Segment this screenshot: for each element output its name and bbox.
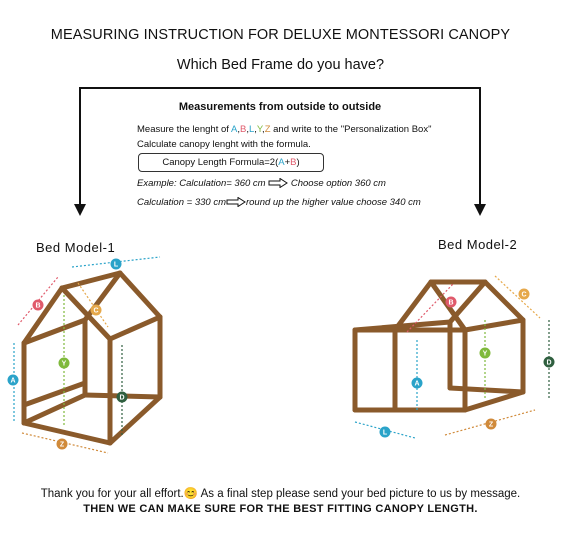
page-title: MEASURING INSTRUCTION FOR DELUXE MONTESS…: [50, 27, 511, 43]
svg-text:C: C: [93, 308, 98, 315]
smiley-icon: 😊: [183, 488, 199, 500]
calculate-instruction: Calculate canopy lenght with the formula…: [137, 139, 311, 150]
svg-text:B: B: [448, 300, 453, 307]
thank-you-message: Thank you for your all effort.😊 As a fin…: [40, 488, 521, 500]
arrow-right-icon: [268, 178, 289, 189]
bed-model-1-label: Bed Model-1: [36, 240, 116, 255]
example-line: Example: Calculation= 360 cm Choose opti…: [137, 178, 386, 189]
bed-model-1-diagram: A B L C Y D Z: [7, 256, 163, 454]
svg-text:L: L: [114, 262, 119, 269]
svg-text:C: C: [521, 292, 526, 299]
svg-text:A: A: [10, 378, 15, 385]
arrow-right-icon: [226, 197, 246, 208]
measurements-heading: Measurements from outside to outside: [178, 101, 382, 113]
svg-text:A: A: [414, 381, 419, 388]
page-question: Which Bed Frame do you have?: [176, 57, 385, 73]
measure-instruction: Measure the lenght of A,B,L,Y,Z and writ…: [137, 124, 432, 135]
svg-text:B: B: [35, 303, 40, 310]
svg-text:Z: Z: [60, 442, 65, 449]
svg-text:D: D: [546, 360, 551, 367]
svg-text:D: D: [119, 395, 124, 402]
svg-text:Y: Y: [483, 351, 488, 358]
svg-text:Z: Z: [489, 422, 494, 429]
bed-model-2-diagram: B C Y D A L Z: [352, 275, 555, 439]
svg-text:L: L: [383, 430, 388, 437]
svg-text:Y: Y: [62, 361, 67, 368]
final-note: THEN WE CAN MAKE SURE FOR THE BEST FITTI…: [83, 503, 478, 515]
bed-model-2-label: Bed Model-2: [438, 237, 518, 252]
formula-box: Canopy Length Formula=2(A+B): [138, 153, 324, 172]
